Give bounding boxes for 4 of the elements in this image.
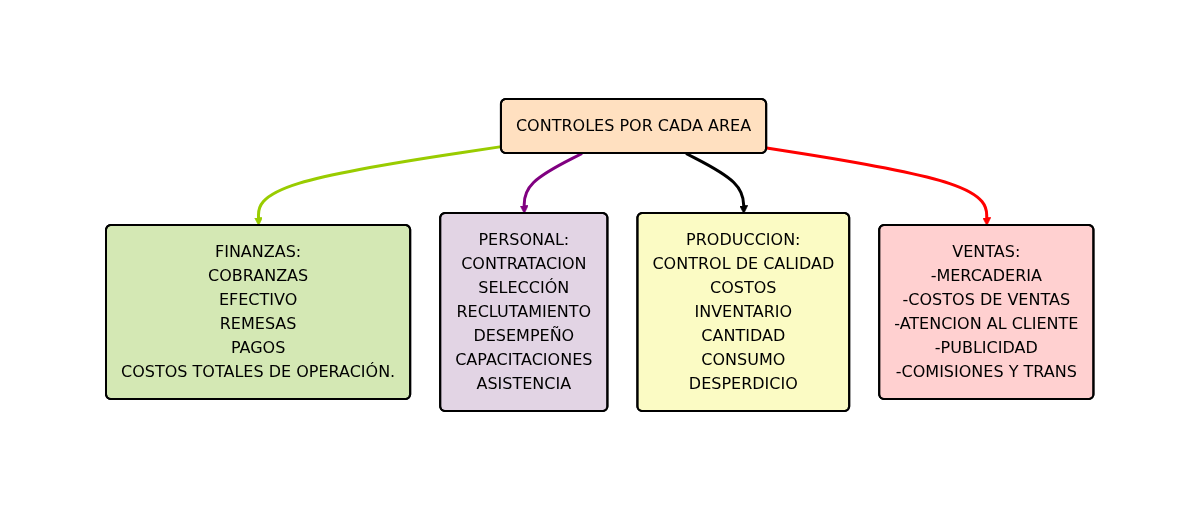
arrow <box>766 146 992 226</box>
arrow <box>520 152 584 214</box>
arrow <box>254 145 502 226</box>
arrow <box>685 152 749 214</box>
